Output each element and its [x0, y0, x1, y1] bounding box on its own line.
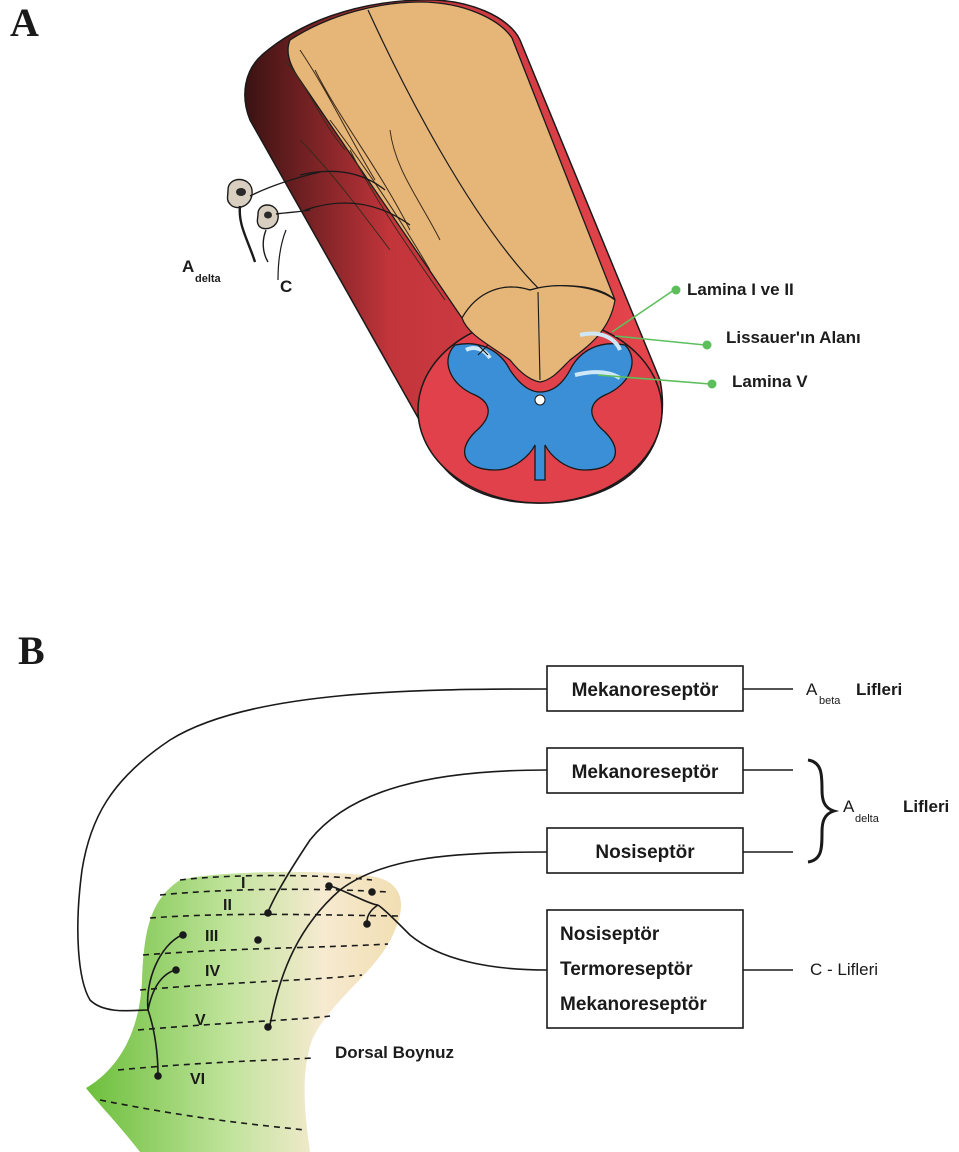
fiber-a-label: A — [182, 257, 194, 276]
lamina-label: IV — [205, 963, 220, 980]
fiber-c-label: C — [280, 277, 292, 296]
box-text: Nosiseptör — [560, 924, 660, 945]
fiber-type-lines — [743, 689, 834, 970]
fiber-delta-a: A — [843, 797, 855, 816]
fiber-c-lifleri: C - Lifleri — [810, 960, 878, 979]
box-text: Mekanoreseptör — [572, 762, 719, 783]
label-lamina-1-2: Lamina I ve II — [687, 280, 794, 299]
label-lissauer: Lissauer'ın Alanı — [726, 328, 861, 347]
fiber-delta-lifleri: Lifleri — [903, 797, 949, 816]
fiber-delta-subscript: delta — [855, 813, 880, 825]
spinal-cord-illustration — [245, 0, 663, 503]
panel-a-letter: A — [10, 0, 39, 45]
box-text: Mekanoreseptör — [572, 680, 719, 701]
fiber-beta-lifleri: Lifleri — [856, 680, 902, 699]
lamina-label: I — [241, 875, 245, 892]
lamina-label: II — [223, 897, 232, 914]
box-text: Termoreseptör — [560, 959, 693, 980]
box-text: Mekanoreseptör — [560, 994, 707, 1015]
box-text: Nosiseptör — [595, 842, 695, 863]
lamina-label: III — [205, 928, 218, 945]
fiber-beta-a: A — [806, 680, 818, 699]
lamina-label: V — [195, 1012, 206, 1029]
fiber-beta-subscript: beta — [819, 695, 841, 707]
label-lamina-5: Lamina V — [732, 372, 808, 391]
lamina-label: VI — [190, 1071, 205, 1088]
fiber-a-subscript: delta — [195, 273, 222, 285]
panel-b-letter: B — [18, 628, 45, 673]
dorsal-horn-label: Dorsal Boynuz — [335, 1043, 454, 1062]
